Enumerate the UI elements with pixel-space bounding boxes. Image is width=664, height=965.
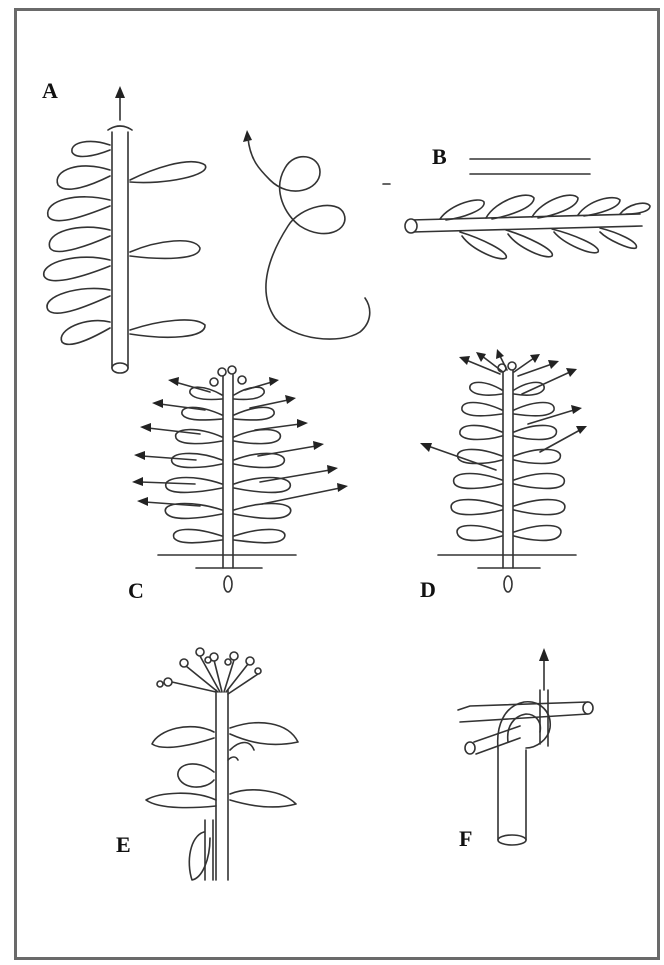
panel-f-twining-drawing — [458, 648, 593, 845]
panel-d-plant-drawing — [420, 349, 587, 592]
panel-b-branch-drawing — [383, 159, 650, 259]
panel-e-plant-drawing — [146, 648, 298, 880]
panel-a-spiral-drawing — [243, 130, 370, 339]
panel-a-stem-drawing — [44, 86, 206, 373]
panel-c-plant-drawing — [132, 366, 348, 592]
